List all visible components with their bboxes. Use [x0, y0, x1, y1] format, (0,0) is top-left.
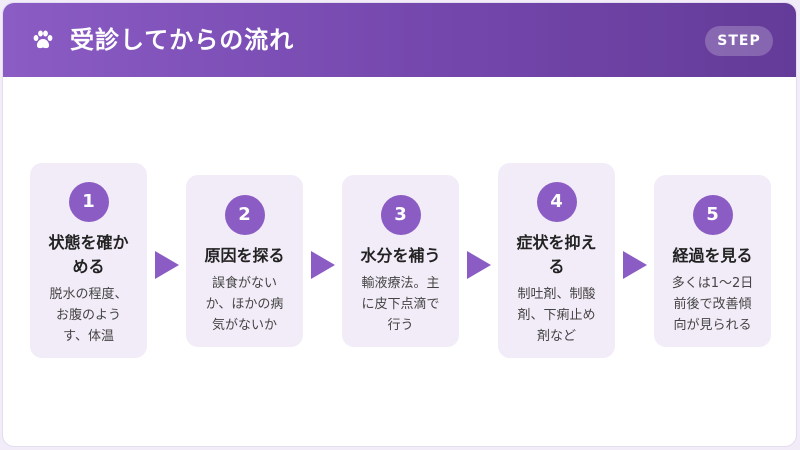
- step-desc-3: 輸液療法。主 に皮下点滴で 行う: [361, 276, 440, 333]
- step-title-4: 症状を抑え る: [516, 233, 597, 276]
- header-bar: 受診してからの流れ STEP: [3, 3, 796, 77]
- paw-icon: [33, 30, 53, 49]
- step-card-5: 5 経過を見る 多くは1〜2日 前後で改善傾 向が見られる: [654, 175, 771, 347]
- step-card-4: 4 症状を抑え る 制吐剤、制酸 剤、下痢止め 剤など: [498, 163, 615, 358]
- step-badge: STEP: [705, 26, 773, 56]
- page-title: 受診してからの流れ: [70, 26, 295, 54]
- step-desc-4: 制吐剤、制酸 剤、下痢止め 剤など: [517, 287, 596, 344]
- step-desc-1: 脱水の程度、 お腹のよう す、体温: [49, 287, 128, 344]
- step-card-2: 2 原因を探る 誤食がない か、ほかの病 気がないか: [186, 175, 303, 347]
- step-title-3: 水分を補う: [360, 246, 441, 265]
- arrow-icon: [311, 251, 335, 279]
- step-number-1: 1: [68, 182, 109, 222]
- step-desc-5: 多くは1〜2日 前後で改善傾 向が見られる: [671, 276, 754, 333]
- arrow-icon: [623, 251, 647, 279]
- step-card-1: 1 状態を確か める 脱水の程度、 お腹のよう す、体温: [30, 163, 147, 358]
- step-title-1: 状態を確か める: [48, 233, 129, 276]
- step-number-2: 2: [224, 195, 265, 235]
- step-card-3: 3 水分を補う 輸液療法。主 に皮下点滴で 行う: [342, 175, 459, 347]
- step-number-3: 3: [380, 195, 421, 235]
- step-number-5: 5: [692, 195, 733, 235]
- step-desc-2: 誤食がない か、ほかの病 気がないか: [205, 276, 284, 333]
- step-title-5: 経過を見る: [672, 246, 753, 265]
- step-title-2: 原因を探る: [204, 246, 285, 265]
- arrow-icon: [467, 251, 491, 279]
- step-number-4: 4: [536, 182, 577, 222]
- arrow-icon: [155, 251, 179, 279]
